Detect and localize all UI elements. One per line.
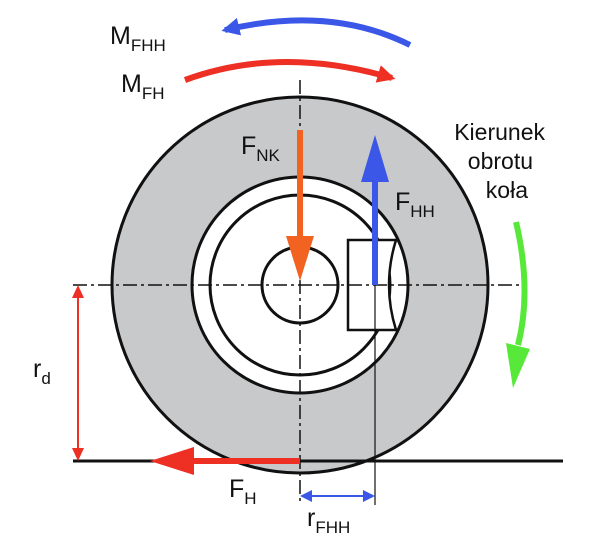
f-nk-head	[286, 236, 314, 281]
rotation-label-line-3: koła	[486, 177, 528, 203]
rotation-arrow-head	[506, 343, 530, 388]
rd-arrow-top	[72, 285, 84, 298]
m-fh-arrow	[183, 59, 396, 83]
f-hh-head	[361, 135, 389, 182]
rfhh-arrow-right	[363, 490, 375, 502]
rd-arrow-bottom	[72, 448, 84, 461]
m-fhh-arrow	[221, 17, 412, 48]
r-fhh-label: rFHH	[307, 504, 350, 537]
rfhh-arrow-left	[300, 490, 312, 502]
rotation-label-line-2: obrotu	[468, 148, 533, 174]
m-fhh-label: MFHH	[110, 22, 166, 55]
rotation-label-line-1: Kierunek	[454, 119, 545, 145]
f-nk-label: FNK	[241, 132, 281, 165]
f-h-label: FH	[229, 475, 257, 508]
rotation-arrow	[513, 221, 528, 346]
f-hh-label: FHH	[395, 188, 435, 221]
m-fh-label: MFH	[121, 70, 165, 103]
r-d-label: rd	[33, 355, 51, 388]
f-h-head	[150, 447, 194, 475]
